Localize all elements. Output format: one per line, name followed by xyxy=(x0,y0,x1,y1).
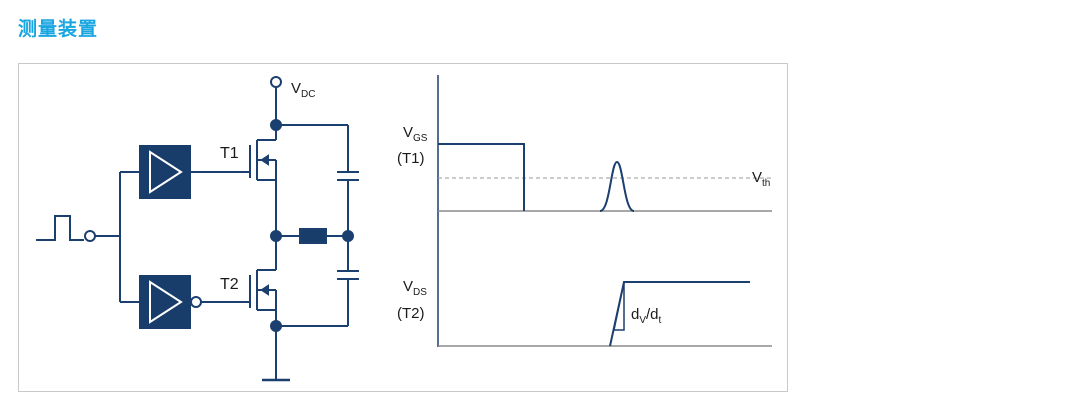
driver-inverter-icon xyxy=(139,275,191,329)
page-title: 测量装置 xyxy=(18,18,99,40)
slope-triangle xyxy=(613,281,625,331)
input-pulse-icon xyxy=(36,215,84,241)
t1-label: T1 xyxy=(220,145,239,162)
dv-dt-label: dV/dt xyxy=(631,306,662,326)
vdc-label: VDC xyxy=(291,80,315,100)
driver-buffer-icon xyxy=(139,145,191,199)
vds-t2-label: (T2) xyxy=(397,305,425,322)
vds-label: VDS xyxy=(403,278,427,298)
vdc-terminal xyxy=(270,76,282,88)
vgs-t1-label: (T1) xyxy=(397,150,425,167)
mosfet-icon xyxy=(249,236,277,380)
resistor-icon xyxy=(299,228,327,244)
t2-label: T2 xyxy=(220,276,239,293)
vth-label: Vth xyxy=(752,169,770,189)
capacitor-icon xyxy=(337,171,359,181)
capacitor-icon xyxy=(337,270,359,280)
vgs-waveform xyxy=(438,143,772,212)
vds-waveform xyxy=(438,281,772,347)
input-terminal xyxy=(84,230,96,242)
mosfet-icon xyxy=(249,125,277,236)
vgs-label: VGS xyxy=(403,124,428,144)
vgs-pulse xyxy=(438,143,525,211)
circuit-diagram xyxy=(36,76,359,382)
vgs-spike xyxy=(599,160,635,212)
measurement-setup-figure xyxy=(18,63,788,392)
